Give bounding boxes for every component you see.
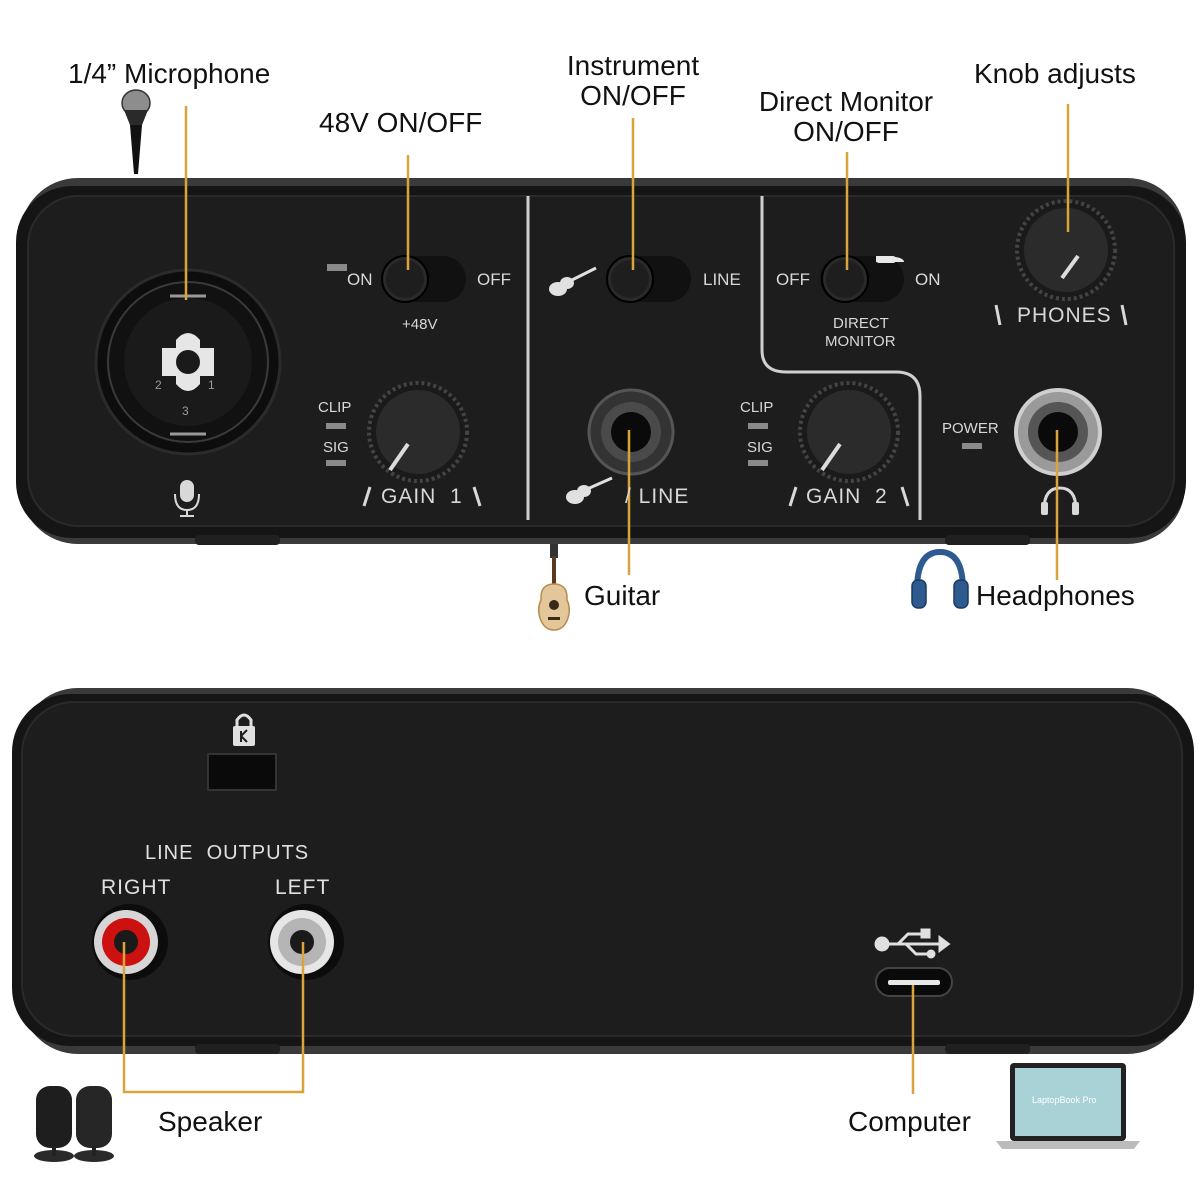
ch1-clip-label: CLIP [318,399,352,416]
callout-instrument-line1: Instrument [566,50,700,81]
usb-icon [874,928,951,959]
callout-computer: Computer [848,1106,971,1137]
guitar-symbol-icon [549,266,613,504]
lock-icon [233,713,255,746]
switch-48v-caption: +48V [402,316,438,333]
headphone-symbol-icon [1041,486,1079,515]
line-outputs-label: LINE OUTPUTS [145,842,310,864]
rca-left-label: LEFT [275,876,331,899]
switch-instrument[interactable] [606,255,691,303]
rca-left-jack[interactable] [268,904,344,980]
laptop-screen-text: LaptopBook Pro [1032,1095,1097,1105]
callout-headphones: Headphones [976,580,1135,611]
combo-input-jack[interactable] [94,268,282,456]
rca-right-jack[interactable] [92,904,168,980]
callout-knob-adjusts: Knob adjusts [974,58,1136,89]
power-label: POWER [942,420,999,437]
ch1-sig-label: SIG [323,439,349,456]
panel-dividers [526,196,922,520]
ch2-sig-label: SIG [747,439,773,456]
led-48v [327,264,347,271]
switch-48v[interactable] [381,255,466,303]
xlr-pin-3: 3 [182,404,189,418]
switch-dm-on-label: ON [915,270,941,289]
switch-dm-caption-line1: DIRECT [833,315,889,332]
gain-1-label: GAIN 1 [381,485,463,508]
switch-direct-monitor[interactable] [820,255,904,303]
security-slot [207,753,277,791]
callout-lines [122,104,1070,1094]
callout-direct-monitor-line1: Direct Monitor [758,86,934,117]
guitar-icon [537,544,571,631]
line-input-label: / LINE [625,485,690,508]
switch-dm-off-label: OFF [776,270,810,289]
rear-panel [12,688,1194,1054]
switch-48v-on-label: ON [347,270,373,289]
switch-48v-off-label: OFF [477,270,511,289]
phones-label: PHONES [1017,304,1112,327]
switch-dm-caption-line2: MONITOR [825,333,896,350]
ch2-clip-label: CLIP [740,399,774,416]
callout-direct-monitor-line2: ON/OFF [793,116,899,147]
switch-inst-line-label: LINE [703,270,741,289]
callout-speaker: Speaker [158,1106,263,1137]
rca-right-label: RIGHT [101,876,172,899]
callout-48v: 48V ON/OFF [319,107,483,138]
microphone-icon [121,89,151,174]
callout-microphone: 1/4” Microphone [68,58,271,89]
headphones-icon [911,548,969,609]
gain-1-knob[interactable] [367,381,469,483]
gain-2-label: GAIN 2 [806,485,888,508]
gain-2-knob[interactable] [798,381,900,483]
phones-knob[interactable] [1015,199,1117,301]
instrument-jack[interactable] [587,388,675,476]
callout-guitar: Guitar [584,580,661,611]
callout-instrument-line2: ON/OFF [580,80,686,111]
mic-symbol-icon [174,480,200,517]
label-brackets [362,304,1128,507]
channel-leds [326,423,982,466]
xlr-pin-2: 2 [155,378,162,392]
xlr-pin-1: 1 [208,378,215,392]
speakers-icon [34,1086,114,1162]
laptop-icon [996,1063,1140,1149]
